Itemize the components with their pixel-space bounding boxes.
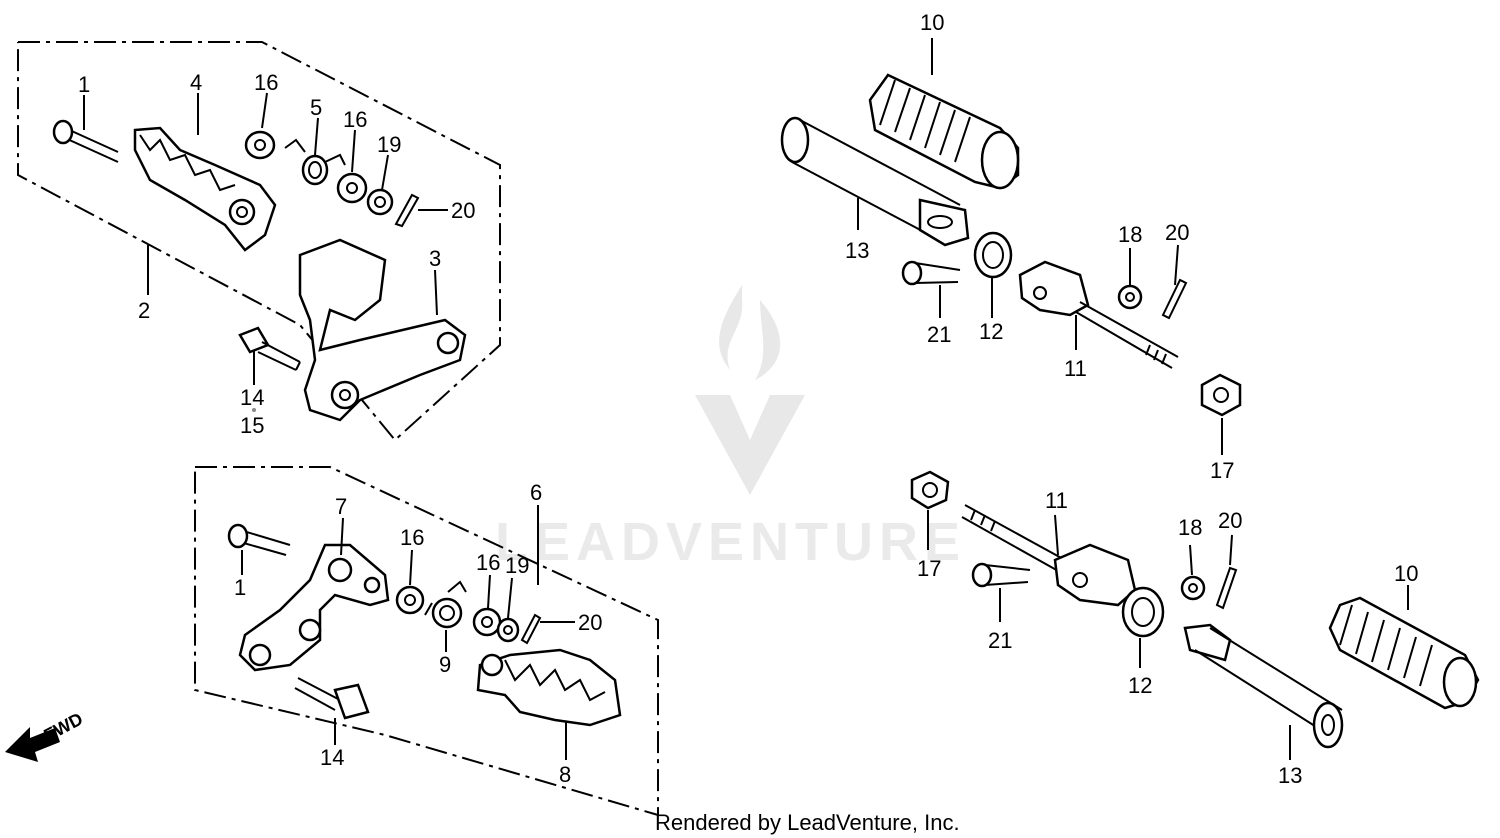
label-1a: 1 [78,72,90,97]
part-pin-1 [52,119,119,163]
part-bracket-11b [961,504,1137,607]
part-cotter-pin-20b [520,613,575,645]
part-nut-17a [1200,373,1242,417]
forward-direction-indicator: FWD [5,709,86,762]
part-pin-21a [901,260,961,286]
label-5: 5 [310,95,322,120]
label-3: 3 [429,246,441,271]
part-grip-10b [1328,596,1480,710]
assembly-top-left [17,41,501,442]
part-footpeg-4 [133,126,277,252]
part-bracket-11a [1018,260,1179,369]
label-17a: 17 [1210,458,1234,483]
label-12a: 12 [979,319,1003,344]
label-14b: 14 [320,745,344,770]
label-15: 15 [240,413,264,438]
label-8: 8 [559,762,571,787]
label-19b: 19 [505,553,529,578]
label-14a: 14 [240,385,264,410]
label-6: 6 [530,480,542,505]
label-13b: 13 [1278,763,1302,788]
part-bracket-3 [298,238,467,422]
label-21b: 21 [988,628,1012,653]
part-washer-16c [395,585,425,615]
label-18b: 18 [1178,515,1202,540]
callout-labels: 1 4 16 5 16 19 20 2 3 14 15 7 6 1 16 16 … [78,10,1418,788]
part-washer-19a [366,188,394,216]
label-7: 7 [335,494,347,519]
label-20a: 20 [451,198,475,223]
part-bracket-7 [238,543,390,672]
part-spring-5 [284,138,346,186]
part-peg-shaft-13a [780,116,970,247]
watermark-text: LEADVENTURE [495,512,966,572]
part-footpeg-8 [476,648,622,727]
part-cotter-pin-20d [1215,566,1238,610]
part-cotter-pin-20a [394,193,448,228]
assembly-bottom-right [910,470,1480,760]
part-washer-16b [336,172,368,204]
forward-arrow-icon [5,727,60,762]
label-10b: 10 [1394,561,1418,586]
label-11a: 11 [1064,356,1087,381]
label-18a: 18 [1118,222,1142,247]
part-cotter-pin-20c [1161,278,1188,320]
part-washer-16d [472,607,502,637]
label-13a: 13 [845,238,869,263]
label-10a: 10 [920,10,944,35]
label-1b: 1 [234,575,246,600]
part-washer-12b [1121,586,1165,638]
label-20c: 20 [1165,220,1189,245]
part-washer-18a [1117,284,1143,310]
label-4: 4 [190,70,202,95]
part-peg-shaft-13b [1183,623,1344,749]
label-20d: 20 [1218,508,1242,533]
label-21a: 21 [927,322,951,347]
label-2: 2 [138,298,150,323]
part-bolt-14a [238,326,301,371]
part-washer-19b [496,617,520,643]
part-washer-12a [973,231,1013,279]
label-16d: 16 [476,550,500,575]
part-nut-17b [910,470,950,510]
label-11b: 11 [1045,488,1068,513]
assembly-bottom-left [194,466,659,817]
part-pin-21b [971,562,1031,588]
label-16a: 16 [254,70,278,95]
label-9: 9 [439,652,451,677]
assembly-top-right [780,38,1242,455]
label-20b: 20 [578,610,602,635]
part-pin-1b [227,523,291,556]
part-washer-18b [1180,575,1206,601]
part-bolt-14b [294,677,370,720]
rendered-by-credit: Rendered by LeadVenture, Inc. [655,810,960,835]
part-washer-16a [244,130,276,160]
watermark-logo: LEADVENTURE [495,285,966,572]
forward-label: FWD [40,709,86,746]
part-grip-10a [868,73,1020,190]
label-16b: 16 [343,107,367,132]
part-spring-9 [424,580,467,629]
label-17b: 17 [917,556,941,581]
label-12b: 12 [1128,673,1152,698]
label-19a: 19 [377,132,401,157]
label-16c: 16 [400,525,424,550]
